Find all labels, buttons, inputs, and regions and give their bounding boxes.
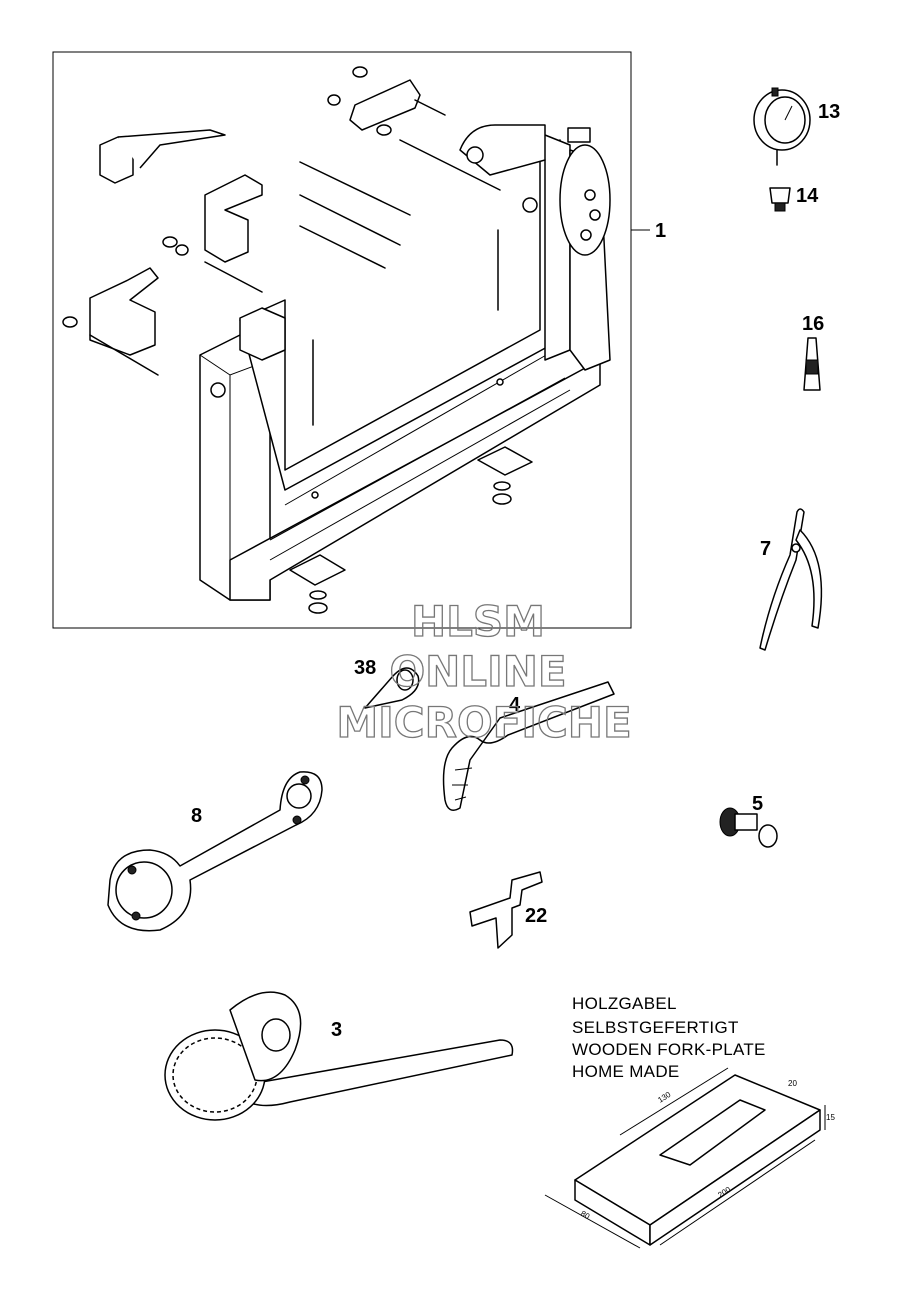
hook-wrench bbox=[442, 681, 615, 811]
dimension-20: 20 bbox=[788, 1079, 797, 1088]
note-line-1: HOLZGABEL bbox=[572, 994, 677, 1013]
callout-16: 16 bbox=[802, 313, 824, 335]
note-line-4: HOME MADE bbox=[572, 1062, 680, 1081]
note-line-3: WOODEN FORK-PLATE bbox=[572, 1040, 766, 1059]
note-line-2: SELBSTGEFERTIGT bbox=[572, 1018, 739, 1037]
callout-8: 8 bbox=[191, 805, 202, 827]
watermark-line-2: ONLINE bbox=[389, 647, 566, 696]
wooden-fork-plate bbox=[544, 1067, 826, 1249]
mounting-brackets bbox=[62, 66, 501, 426]
callout-38: 38 bbox=[354, 657, 376, 679]
callout-14: 14 bbox=[796, 185, 819, 207]
callout-13: 13 bbox=[818, 101, 840, 123]
assembly-frame bbox=[52, 51, 650, 629]
taper-tool bbox=[719, 807, 778, 848]
callout-5: 5 bbox=[752, 793, 763, 815]
pin-spanner bbox=[107, 771, 323, 932]
callout-4: 4 bbox=[509, 694, 521, 716]
dimension-15: 15 bbox=[826, 1113, 835, 1122]
gauge-adapter bbox=[769, 187, 791, 212]
dial-gauge bbox=[753, 87, 811, 166]
gauge-plate bbox=[469, 871, 543, 949]
grease-tube bbox=[803, 337, 821, 391]
circlip-pliers bbox=[759, 508, 823, 651]
engine-stand bbox=[199, 124, 611, 614]
watermark-line-1: HLSM bbox=[411, 597, 545, 646]
callout-3: 3 bbox=[331, 1019, 342, 1041]
callout-1: 1 bbox=[655, 220, 666, 242]
watermark-line-3: MICROFICHE bbox=[336, 698, 631, 747]
clutch-holder bbox=[164, 991, 514, 1121]
pointer-tool bbox=[364, 667, 420, 709]
callout-7: 7 bbox=[760, 538, 771, 560]
dimension-130: 130 bbox=[656, 1090, 673, 1105]
callout-22: 22 bbox=[525, 905, 547, 927]
